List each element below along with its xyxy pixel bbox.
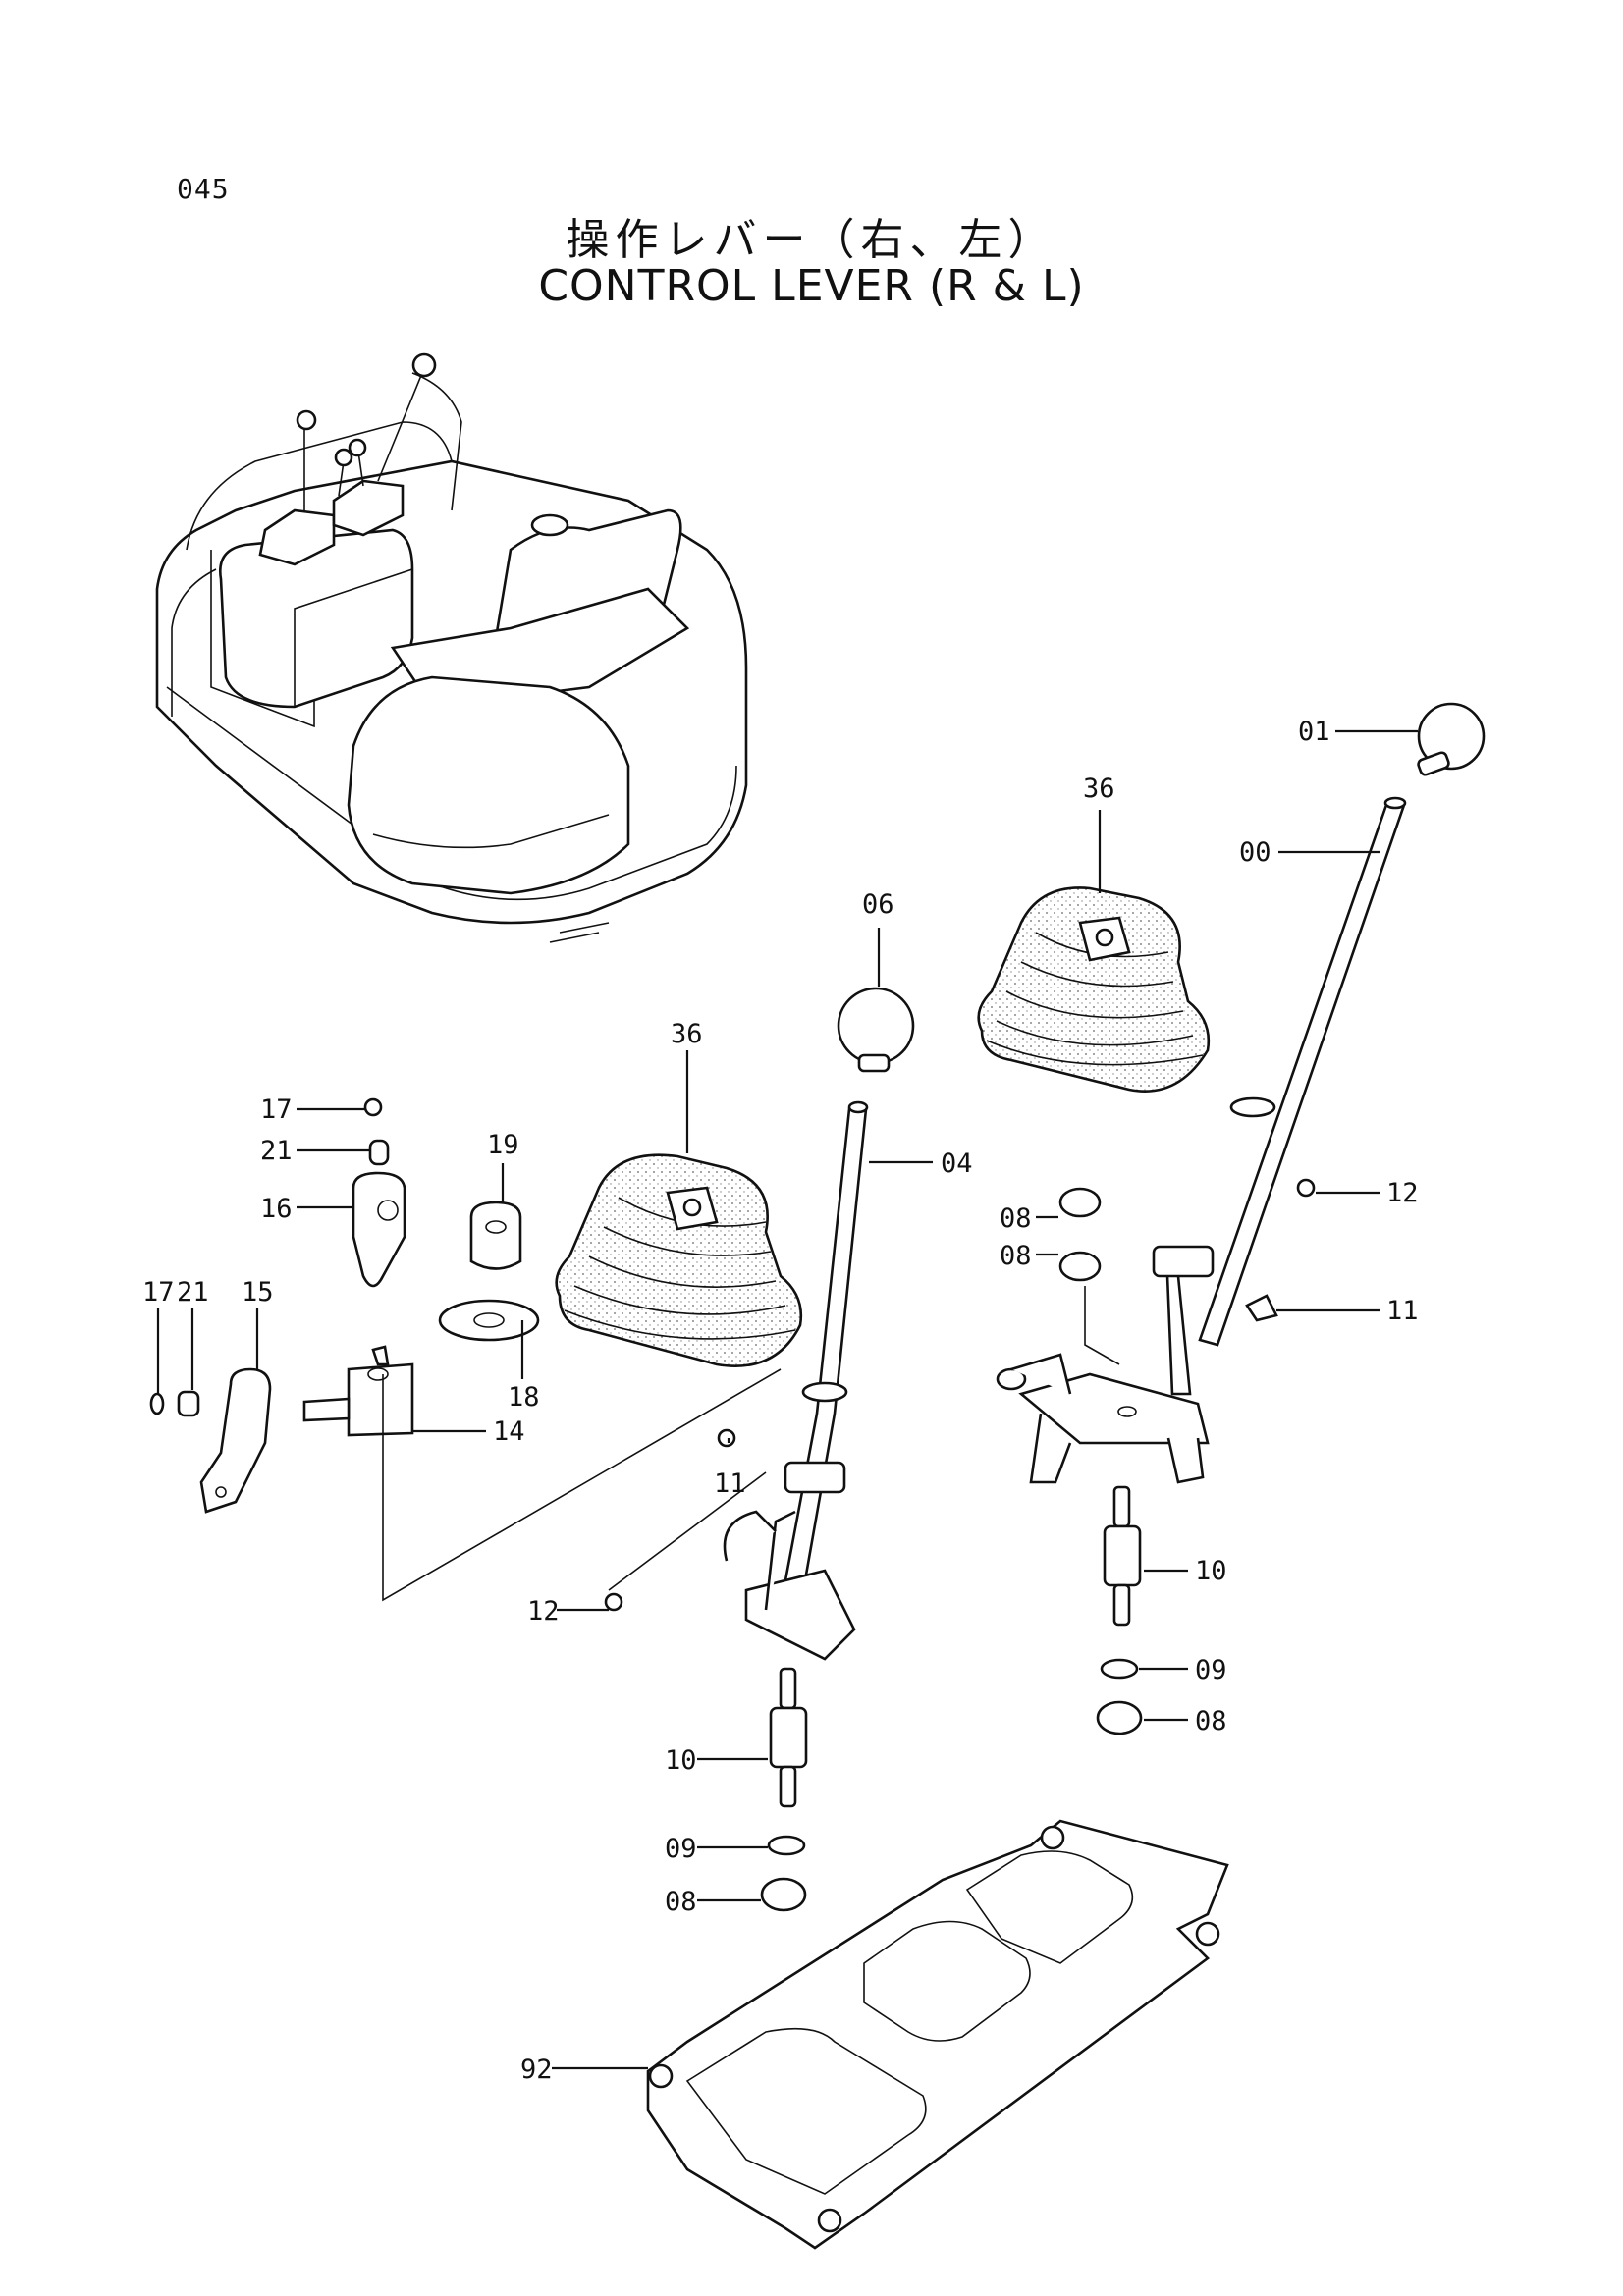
callout-09-right: 09 bbox=[1195, 1655, 1227, 1685]
callout-11-right: 11 bbox=[1386, 1296, 1419, 1326]
leader-lines bbox=[156, 729, 1418, 2070]
title-english: CONTROL LEVER (R & L) bbox=[538, 261, 1085, 311]
callout-21-a: 21 bbox=[260, 1136, 293, 1166]
callout-08-left: 08 bbox=[665, 1887, 697, 1917]
callout-09-left: 09 bbox=[665, 1834, 697, 1864]
right-universal-joint-stack bbox=[604, 1178, 1316, 1735]
callout-10-left: 10 bbox=[665, 1745, 697, 1776]
right-lever-assembly bbox=[996, 702, 1486, 1484]
callout-04: 04 bbox=[941, 1148, 973, 1179]
cover-plate bbox=[646, 1819, 1229, 2250]
callout-36-right: 36 bbox=[1083, 774, 1115, 804]
callout-17-b: 17 bbox=[142, 1277, 175, 1308]
callout-08-r1: 08 bbox=[1000, 1203, 1032, 1234]
small-parts-left bbox=[149, 1097, 782, 1602]
callout-06: 06 bbox=[862, 889, 894, 920]
callout-19: 19 bbox=[487, 1130, 519, 1160]
seat-overview-illustration bbox=[155, 352, 748, 943]
callout-92: 92 bbox=[520, 2055, 553, 2085]
callout-01: 01 bbox=[1298, 717, 1330, 747]
callout-17-a: 17 bbox=[260, 1095, 293, 1125]
left-lever-assembly bbox=[723, 987, 915, 1661]
left-universal-joint-stack bbox=[760, 1667, 808, 1912]
callout-15: 15 bbox=[242, 1277, 274, 1308]
page-number: 045 bbox=[177, 173, 230, 205]
callout-18: 18 bbox=[508, 1382, 540, 1413]
callout-14: 14 bbox=[493, 1416, 525, 1447]
callout-21-b: 21 bbox=[177, 1277, 209, 1308]
callout-36-left: 36 bbox=[671, 1019, 703, 1049]
title-japanese: 操作レバー（右、左） bbox=[566, 215, 1057, 265]
callout-12-right: 12 bbox=[1386, 1178, 1419, 1208]
callout-12-left: 12 bbox=[527, 1596, 560, 1627]
left-rubber-boot bbox=[555, 1153, 803, 1367]
callout-11-left: 11 bbox=[714, 1468, 746, 1499]
callout-10-right: 10 bbox=[1195, 1556, 1227, 1586]
callout-16: 16 bbox=[260, 1194, 293, 1224]
callout-00: 00 bbox=[1239, 837, 1271, 868]
callout-labels: 01 00 36 06 36 04 17 21 16 19 17 21 15 1… bbox=[142, 717, 1419, 2085]
right-rubber-boot bbox=[977, 886, 1211, 1093]
callout-08-r2: 08 bbox=[1000, 1241, 1032, 1271]
callout-08-right: 08 bbox=[1195, 1706, 1227, 1736]
